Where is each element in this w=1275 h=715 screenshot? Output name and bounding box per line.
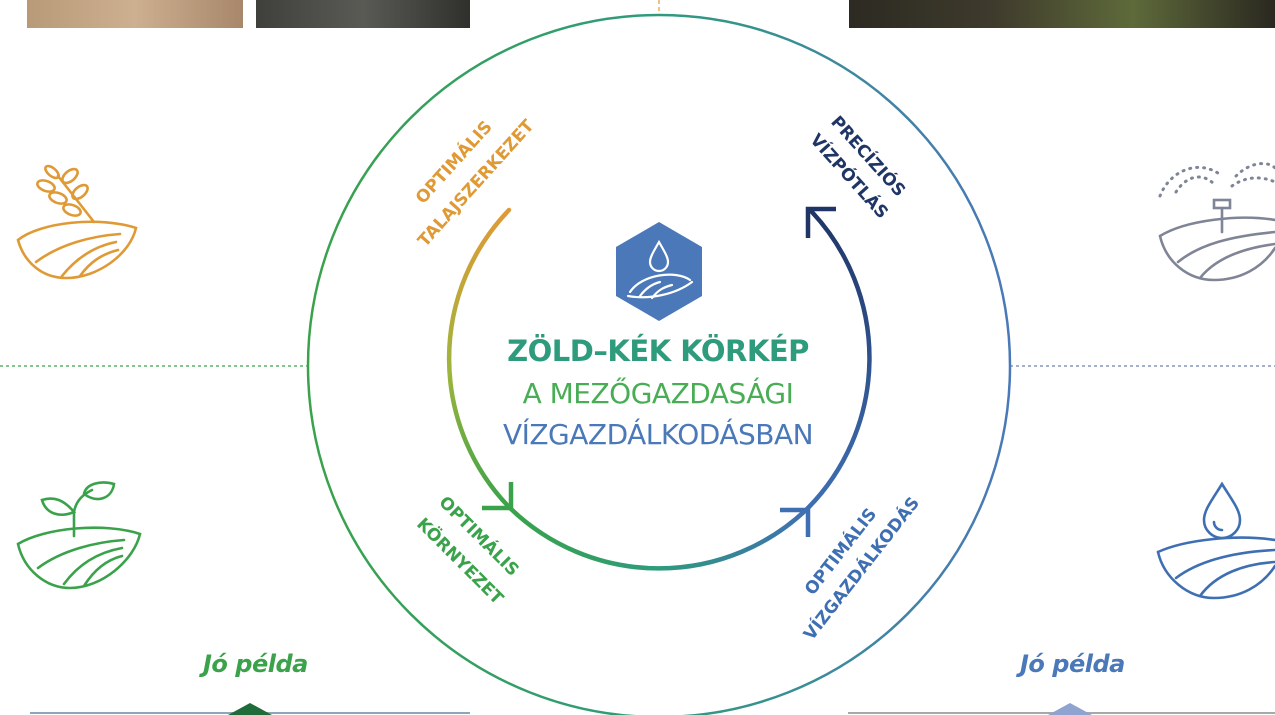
arc-water-to-irrigation <box>805 209 872 511</box>
center-title-line2: A MEZŐGAZDASÁGI <box>522 377 794 410</box>
bottom-marker-right <box>1048 703 1092 715</box>
outer-ring <box>306 13 1012 715</box>
irrigation-pipe-photo <box>849 0 1275 28</box>
arrow-head-irrigation <box>805 206 836 238</box>
sprout-field-icon <box>16 481 142 590</box>
label-soil: OPTIMÁLIS TALAJSZERKEZET <box>410 116 538 251</box>
water-drop-field-badge-icon <box>626 239 694 300</box>
arc-soil-to-environment <box>446 207 513 511</box>
label-irrigation: PRECÍZIÓS VÍZPÓTLÁS <box>806 111 911 223</box>
bottom-marker-left <box>228 703 272 715</box>
center-badge <box>616 222 702 321</box>
good-example-label-right: Jó példa <box>1020 650 1125 678</box>
good-example-label-left: Jó példa <box>203 650 308 678</box>
label-water-management: OPTIMÁLIS VÍZGAZDÁLKODÁS <box>799 492 925 644</box>
arrow-head-environment <box>482 482 514 511</box>
sprinkler-field-icon <box>1158 162 1275 282</box>
water-drop-field-icon <box>1156 481 1275 600</box>
arc-environment-to-water <box>507 505 811 571</box>
center-title-line3: VÍZGAZDÁLKODÁSBAN <box>502 418 814 451</box>
center-title-line1: ZÖLD–KÉK KÖRKÉP <box>507 334 809 368</box>
cracked-soil-photo <box>256 0 470 28</box>
wheat-field-icon <box>16 164 138 280</box>
dry-soil-photo <box>27 0 243 28</box>
arrow-head-water <box>780 507 811 537</box>
